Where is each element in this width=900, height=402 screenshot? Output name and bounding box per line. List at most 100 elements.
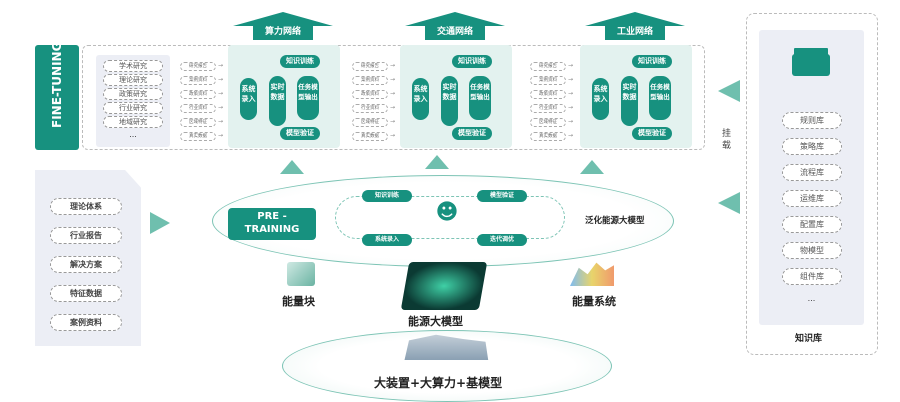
cycle-verify: 模型验证 [280, 127, 320, 140]
arrow-icon: → [218, 104, 224, 111]
arrow-icon: → [390, 132, 396, 139]
knowledge-item: 规则库 [782, 112, 842, 129]
cycle-output: 任务模型输出 [297, 76, 319, 120]
left-arrow-icon [718, 80, 740, 102]
cycle-verify: 模型验证 [632, 127, 672, 140]
research-item: 行业研究 [103, 102, 163, 114]
research-item: 地域研究 [103, 116, 163, 128]
knowledge-item: 流程库 [782, 164, 842, 181]
energy-block-label: 能量块 [282, 295, 315, 308]
data-source-item: 研究报告 [352, 62, 388, 71]
group-title-hat: 算力网络 [233, 12, 333, 50]
data-source-item: 案例资料 [180, 76, 216, 85]
data-source-item: 政策资料 [530, 90, 566, 99]
arrow-icon: → [568, 132, 574, 139]
up-arrow-icon [425, 155, 449, 169]
data-source-item: 行业资料 [352, 104, 388, 113]
pretraining-loop [335, 196, 565, 239]
knowledge-item: 物模型 [782, 242, 842, 259]
mount-label: 挂载 [722, 129, 732, 151]
data-source-item: 研究报告 [180, 62, 216, 71]
up-arrow-icon [280, 160, 304, 174]
arrow-icon: → [218, 90, 224, 97]
step-verify: 模型验证 [477, 190, 527, 202]
data-source-item: 区域特征 [530, 118, 566, 127]
more-text: ... [807, 294, 816, 303]
cycle-realtime: 实时数据 [441, 76, 458, 126]
data-source-item: 案例资料 [352, 76, 388, 85]
arrow-icon: → [390, 76, 396, 83]
cycle-input: 系统录入 [240, 78, 257, 120]
cycle-train: 知识训练 [280, 55, 320, 68]
books-icon [792, 54, 830, 76]
doc-item: 特征数据 [50, 285, 122, 302]
data-source-item: 行业资料 [530, 104, 566, 113]
arrow-icon: → [568, 76, 574, 83]
group-title: 交通网络 [425, 25, 485, 40]
base-label: 大装置+大算力+基模型 [374, 376, 503, 390]
fine-tuning-container [82, 45, 705, 150]
research-item: 理论研究 [103, 74, 163, 86]
knowledge-container [746, 13, 878, 355]
data-source-item: 真实数据 [180, 132, 216, 141]
arrow-icon: → [390, 62, 396, 69]
arrow-icon: → [390, 118, 396, 125]
more-text: ... [129, 130, 137, 139]
arrow-icon: → [390, 104, 396, 111]
arrow-icon: → [568, 90, 574, 97]
data-source-item: 研究报告 [530, 62, 566, 71]
right-arrow-icon [150, 212, 170, 234]
knowledge-title: 知识库 [795, 334, 823, 344]
data-source-item: 区域特征 [180, 118, 216, 127]
research-item: 学术研究 [103, 60, 163, 72]
up-arrow-icon [580, 160, 604, 174]
data-source-item: 真实数据 [530, 132, 566, 141]
doc-item: 案例资料 [50, 314, 122, 331]
cycle-train: 知识训练 [452, 55, 492, 68]
data-source-item: 政策资料 [352, 90, 388, 99]
data-source-item: 真实数据 [352, 132, 388, 141]
knowledge-item: 运维库 [782, 190, 842, 207]
energy-block-image [287, 262, 315, 286]
engineer-icon: ☻ [435, 200, 459, 225]
group-title: 算力网络 [253, 25, 313, 40]
fine-tuning-label: FINE-TUNING [35, 41, 79, 150]
arrow-icon: → [390, 90, 396, 97]
arrow-icon: → [218, 76, 224, 83]
left-arrow-icon [718, 192, 740, 214]
data-source-item: 政策资料 [180, 90, 216, 99]
energy-system-label: 能量系统 [572, 295, 616, 308]
group-title-hat: 工业网络 [585, 12, 685, 50]
step-input: 系统录入 [362, 234, 412, 246]
cycle-train: 知识训练 [632, 55, 672, 68]
energy-model-chip-image [400, 262, 488, 310]
arrow-icon: → [218, 118, 224, 125]
step-train: 知识训练 [362, 190, 412, 202]
cycle-input: 系统录入 [592, 78, 609, 120]
doc-item: 解决方案 [50, 256, 122, 273]
energy-model-label: 能源大模型 [408, 315, 463, 328]
cycle-input: 系统录入 [412, 78, 429, 120]
doc-item: 行业报告 [50, 227, 122, 244]
step-tune: 迭代调优 [477, 234, 527, 246]
knowledge-item: 配置库 [782, 216, 842, 233]
cycle-realtime: 实时数据 [621, 76, 638, 126]
pretraining-label: PRE - TRAINING [228, 208, 316, 240]
knowledge-item: 策略库 [782, 138, 842, 155]
model-label: 泛化能源大模型 [585, 216, 645, 226]
arrow-icon: → [568, 104, 574, 111]
arrow-icon: → [568, 62, 574, 69]
research-list: 学术研究 理论研究 政策研究 行业研究 地域研究 ... [96, 55, 170, 147]
arrow-icon: → [218, 62, 224, 69]
data-source-item: 区域特征 [352, 118, 388, 127]
energy-system-chart-image [570, 262, 614, 286]
group-title: 工业网络 [605, 25, 665, 40]
group-title-hat: 交通网络 [405, 12, 505, 50]
data-source-item: 案例资料 [530, 76, 566, 85]
cycle-verify: 模型验证 [452, 127, 492, 140]
research-item: 政策研究 [103, 88, 163, 100]
cycle-realtime: 实时数据 [269, 76, 286, 126]
doc-item: 理论体系 [50, 198, 122, 215]
cycle-output: 任务模型输出 [469, 76, 491, 120]
cycle-output: 任务模型输出 [649, 76, 671, 120]
